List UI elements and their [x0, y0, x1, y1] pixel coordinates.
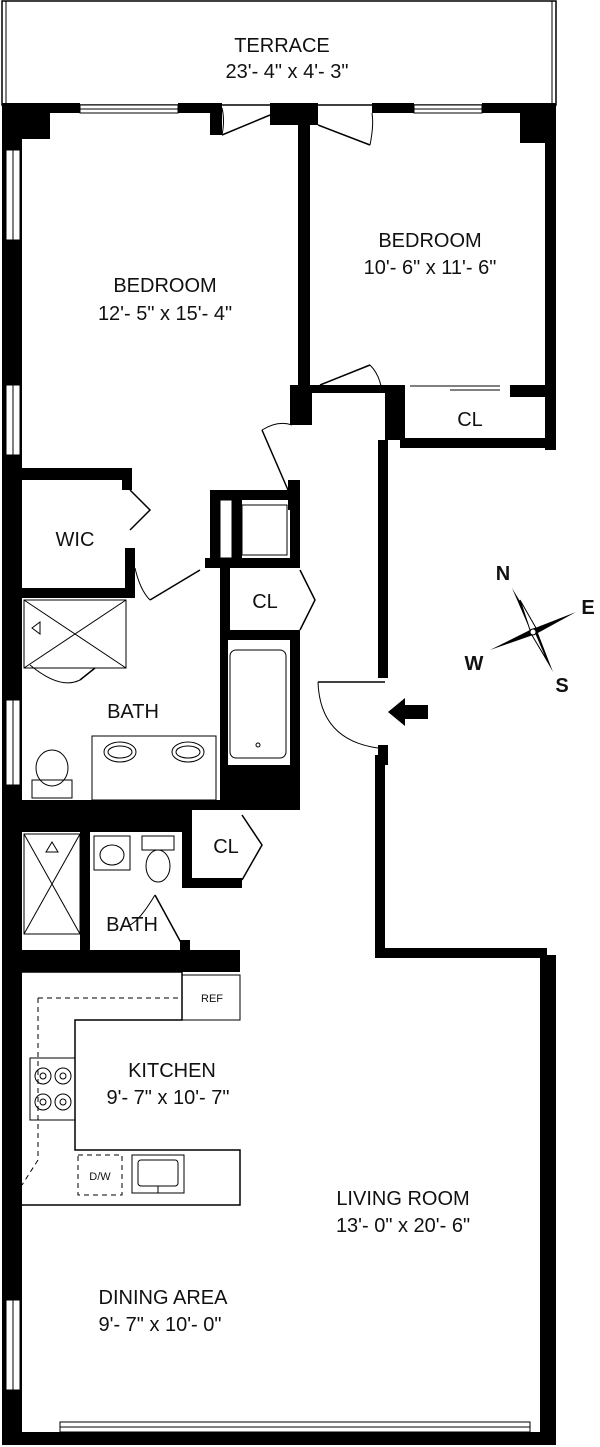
ref-label: REF — [201, 993, 223, 1005]
kitchen-name: KITCHEN — [128, 1060, 216, 1082]
interior-walls — [22, 125, 556, 972]
kitchen-dims: 9'- 7" x 10'- 7" — [107, 1087, 230, 1109]
compass-s-label: S — [555, 675, 568, 697]
dishwasher-label: D/W — [89, 1171, 111, 1183]
bedroom1-name: BEDROOM — [113, 275, 216, 297]
bedroom1-dims: 12'- 5" x 15'- 4" — [98, 303, 232, 325]
bath1-label: BATH — [107, 701, 159, 723]
living-room-dims: 13'- 0" x 20'- 6" — [336, 1215, 470, 1237]
left-windows — [5, 149, 21, 1391]
closet-hall-label: CL — [252, 591, 278, 613]
dining-name: DINING AREA — [99, 1287, 229, 1309]
top-windows — [79, 104, 483, 114]
terrace-dims: 23'- 4" x 4'- 3" — [226, 61, 349, 83]
room-labels: TERRACE 23'- 4" x 4'- 3" BEDROOM 12'- 5"… — [56, 35, 497, 1336]
living-room-name: LIVING ROOM — [336, 1188, 469, 1210]
bath2-label: BATH — [106, 914, 158, 936]
compass-n-label: N — [496, 563, 510, 585]
compass-rose: N E S W — [465, 563, 595, 697]
compass-e-label: E — [581, 597, 594, 619]
closet-bedroom2-label: CL — [457, 409, 483, 431]
wic-label: WIC — [56, 529, 95, 551]
terrace-name: TERRACE — [234, 35, 330, 57]
bedroom2-dims: 10'- 6" x 11'- 6" — [364, 257, 497, 279]
bottom-windows — [59, 1421, 531, 1433]
bedroom2-name: BEDROOM — [378, 230, 481, 252]
dining-dims: 9'- 7" x 10'- 0" — [99, 1314, 222, 1336]
closet-bath2-label: CL — [213, 836, 239, 858]
compass-w-label: W — [465, 653, 484, 675]
fixtures — [21, 499, 428, 1206]
